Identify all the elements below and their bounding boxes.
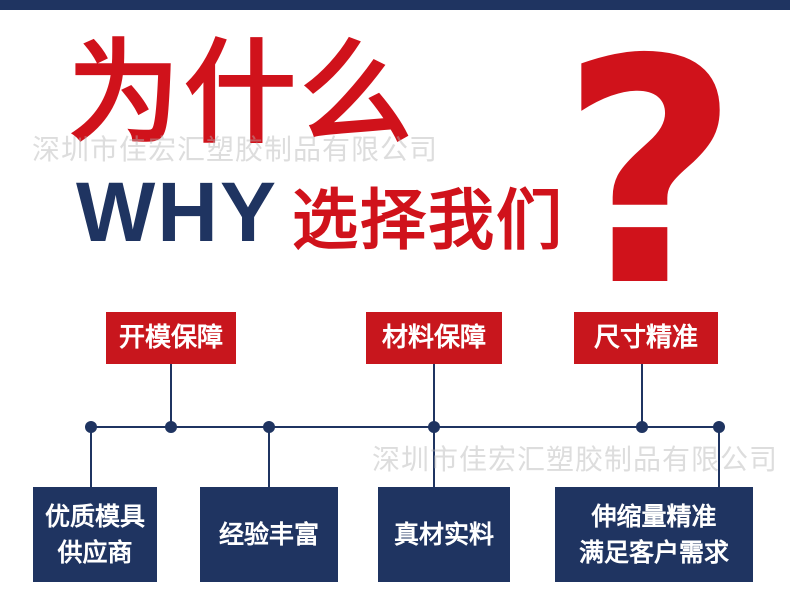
box-line: 满足客户需求	[578, 537, 729, 567]
node-dot	[636, 421, 648, 433]
watermark-bottom: 深圳市佳宏汇塑胶制品有限公司	[372, 443, 779, 476]
headline-title-cn: 为什么	[68, 29, 416, 159]
tag-mold-guarantee: 开模保障	[106, 312, 236, 364]
box-line: 供应商	[57, 537, 133, 567]
box-line: 真材实料	[393, 519, 494, 549]
headline-subtitle-cn: 选择我们	[292, 182, 564, 259]
node-dot	[85, 421, 97, 433]
node-dot	[263, 421, 275, 433]
tag-material-guarantee: 材料保障	[366, 312, 502, 364]
box-rich-experience: 经验丰富	[200, 487, 338, 582]
question-mark: ?	[560, 0, 740, 355]
top-bar	[0, 0, 790, 10]
node-dot	[713, 421, 725, 433]
box-line: 经验丰富	[218, 519, 319, 549]
watermark-top: 深圳市佳宏汇塑胶制品有限公司	[32, 133, 439, 166]
headline-title-en: WHY	[76, 165, 278, 259]
tag-precise-size: 尺寸精准	[574, 312, 718, 364]
node-dot	[165, 421, 177, 433]
node-dot	[428, 421, 440, 433]
box-line: 优质模具	[44, 501, 145, 531]
box-precise-stretch: 伸缩量精准 满足客户需求	[555, 487, 753, 582]
box-quality-mold-supplier: 优质模具 供应商	[33, 487, 157, 582]
box-genuine-materials: 真材实料	[378, 487, 510, 582]
box-line: 伸缩量精准	[591, 501, 717, 531]
